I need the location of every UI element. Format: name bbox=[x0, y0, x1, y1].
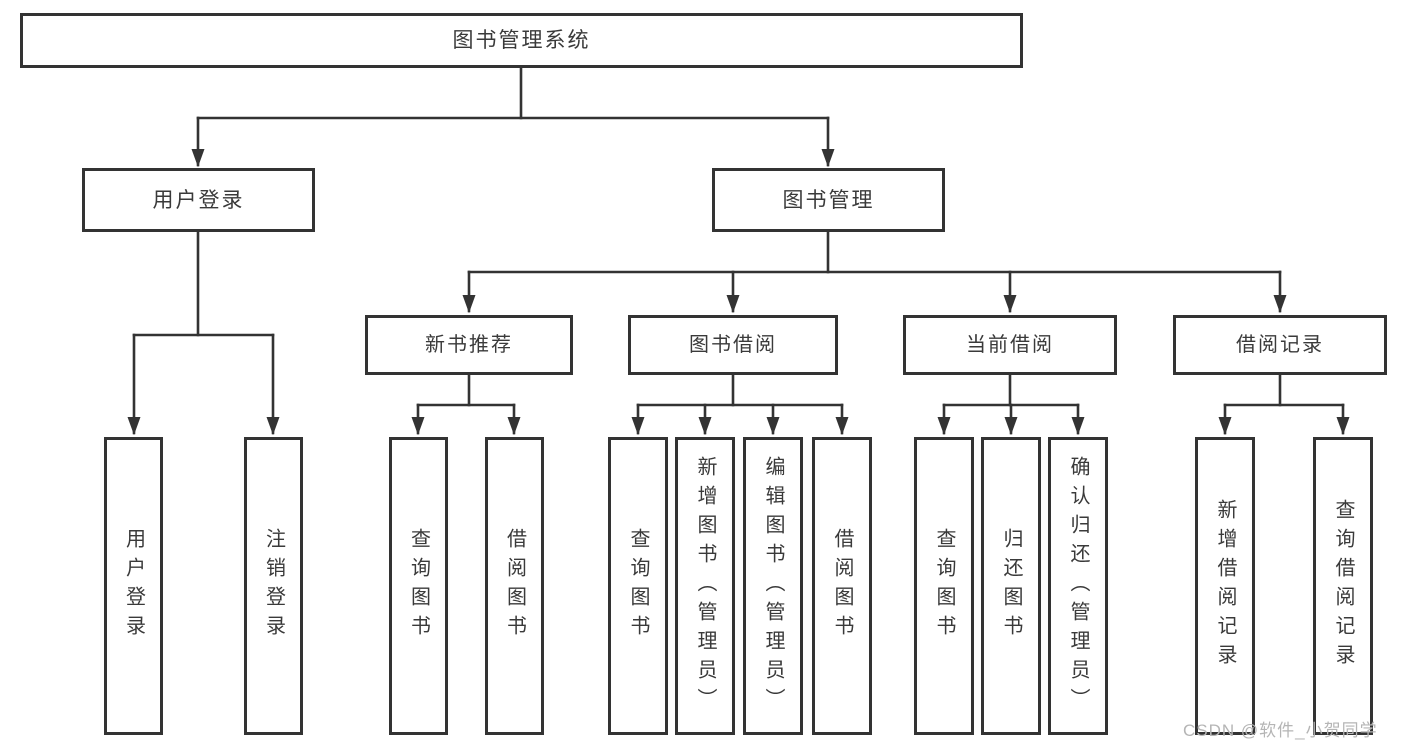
csdn-watermark: CSDN @软件_小贺同学 bbox=[1183, 721, 1378, 740]
node-edit-book-admin: 编辑图书（管理员） bbox=[743, 437, 803, 735]
node-query-books-recommend: 查询图书 bbox=[389, 437, 448, 735]
node-logout: 注销登录 bbox=[244, 437, 303, 735]
node-borrow-books: 借阅图书 bbox=[812, 437, 872, 735]
node-add-book-admin: 新增图书（管理员） bbox=[675, 437, 735, 735]
node-library-management-system: 图书管理系统 bbox=[20, 13, 1023, 68]
node-book-management-module: 图书管理 bbox=[712, 168, 945, 232]
node-confirm-return-admin: 确认归还（管理员） bbox=[1048, 437, 1108, 735]
node-query-books-current: 查询图书 bbox=[914, 437, 974, 735]
node-return-books: 归还图书 bbox=[981, 437, 1041, 735]
node-user-login: 用户登录 bbox=[104, 437, 163, 735]
node-borrow-books-recommend: 借阅图书 bbox=[485, 437, 544, 735]
node-new-book-recommendation: 新书推荐 bbox=[365, 315, 573, 375]
node-borrowing-records: 借阅记录 bbox=[1173, 315, 1387, 375]
node-add-borrow-record: 新增借阅记录 bbox=[1195, 437, 1255, 735]
node-user-login-module: 用户登录 bbox=[82, 168, 315, 232]
node-query-books-borrowing: 查询图书 bbox=[608, 437, 668, 735]
node-book-borrowing: 图书借阅 bbox=[628, 315, 838, 375]
node-query-borrow-record: 查询借阅记录 bbox=[1313, 437, 1373, 735]
node-current-borrowing: 当前借阅 bbox=[903, 315, 1117, 375]
